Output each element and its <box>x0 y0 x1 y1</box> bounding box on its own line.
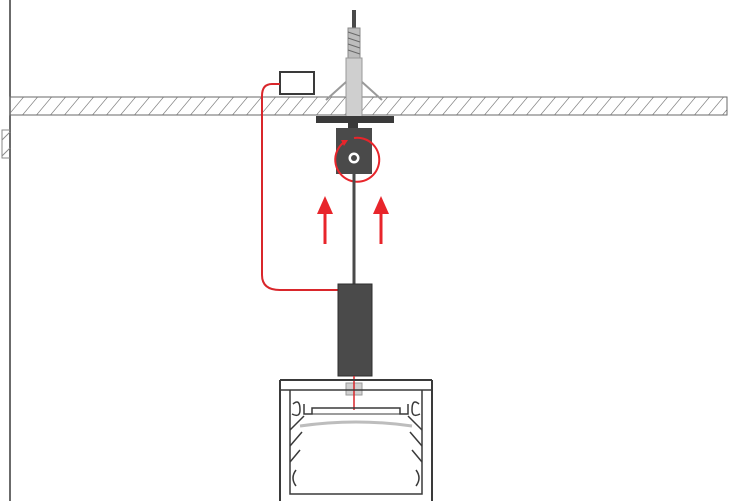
power-supply-box <box>279 71 315 95</box>
ceiling-slab <box>9 96 728 116</box>
rotate-circle-icon <box>334 136 381 183</box>
plate-neck <box>348 123 358 129</box>
up-arrow-icon <box>317 196 333 244</box>
aluminium-led-profile <box>279 379 433 501</box>
profile-connector <box>345 376 363 410</box>
up-arrow-icon <box>373 196 389 244</box>
wall-hatch-line <box>1 131 11 141</box>
ceiling-anchor-bolt <box>325 10 383 119</box>
suspension-hanger-clamp <box>336 128 372 174</box>
led-driver-housing <box>337 283 373 377</box>
ceiling-plate <box>316 116 394 123</box>
wall-hatch-stub <box>1 129 10 159</box>
power-cable <box>261 83 338 291</box>
wall-hatch-line <box>1 147 11 157</box>
